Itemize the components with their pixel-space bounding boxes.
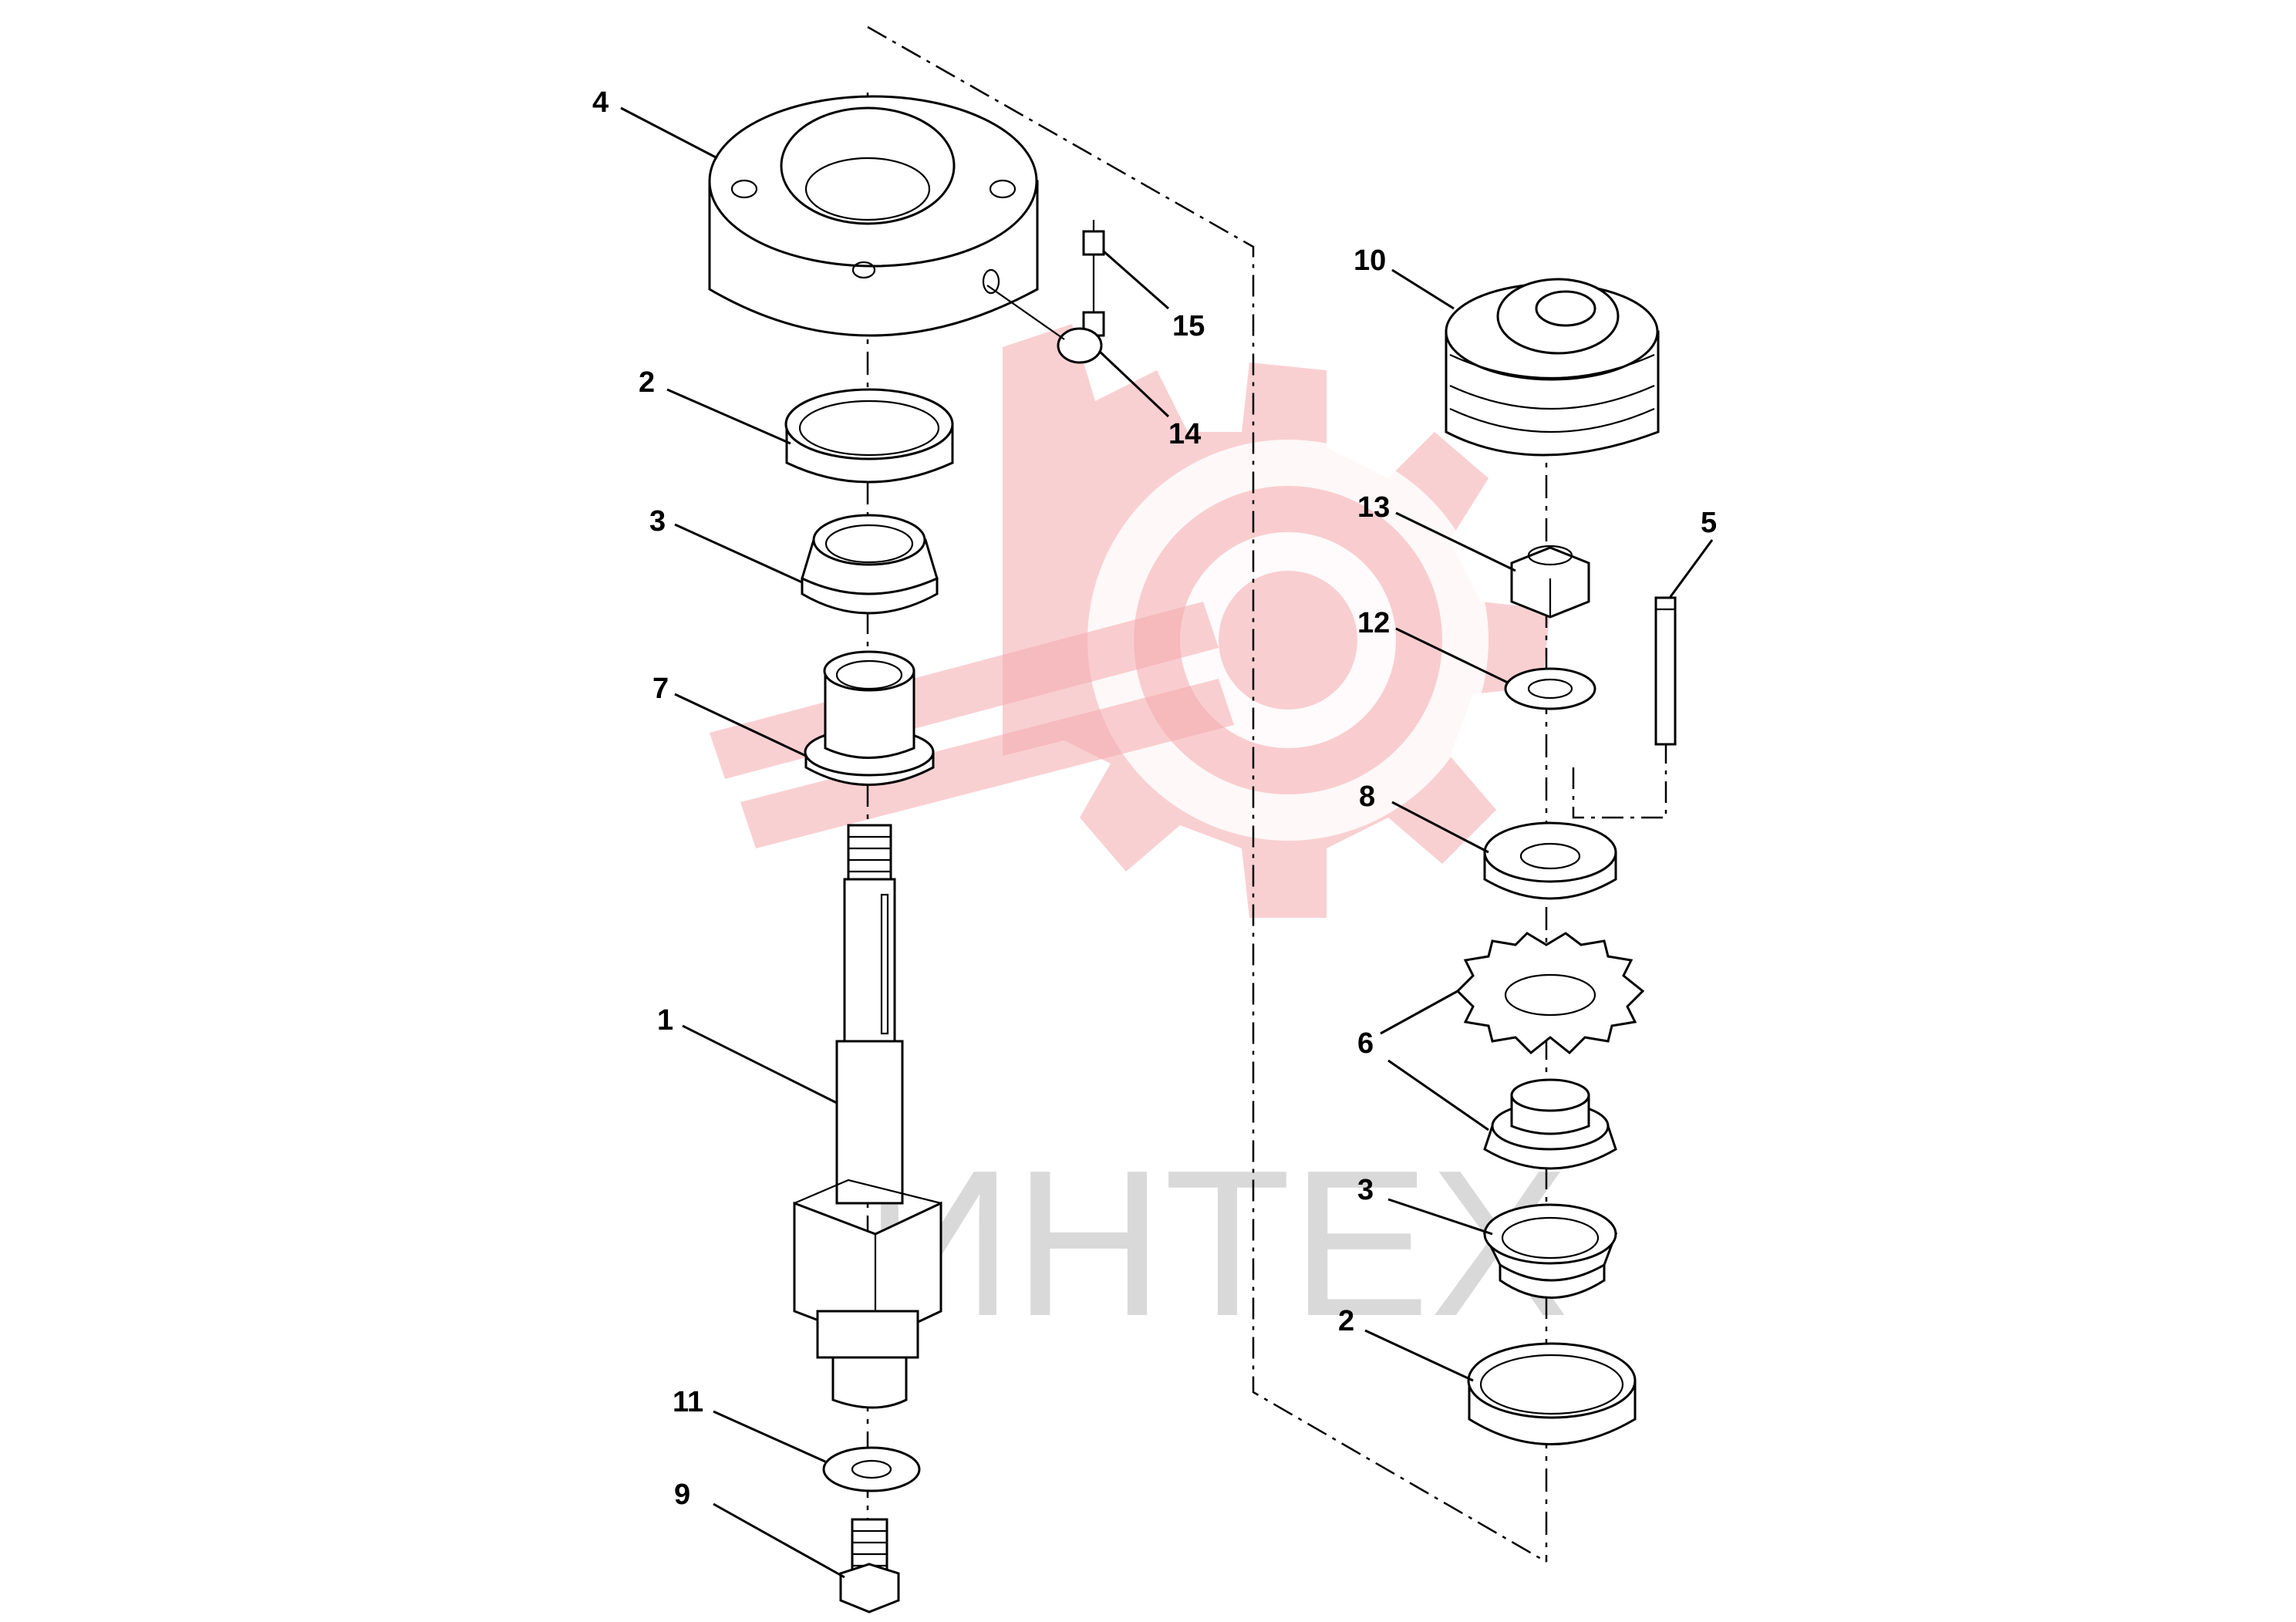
callout-6: 6 [1357, 1027, 1374, 1060]
part-6-hub [1483, 1078, 1617, 1170]
callout-8: 8 [1359, 781, 1375, 813]
callout-12: 12 [1357, 607, 1390, 639]
part-2-bearing-cup-left [784, 388, 954, 484]
callout-15: 15 [1172, 310, 1205, 342]
callout-2-left: 2 [639, 366, 655, 399]
callout-5: 5 [1701, 507, 1717, 539]
part-7-flanged-sleeve [804, 650, 935, 786]
callout-7: 7 [652, 673, 669, 705]
watermark-gear-logo [710, 324, 1550, 918]
part-13-nut [1510, 545, 1590, 619]
callout-13: 13 [1357, 491, 1390, 524]
callout-4: 4 [592, 86, 609, 119]
part-5-key [1654, 596, 1677, 746]
part-15-cap [1082, 220, 1105, 312]
part-12-washer [1504, 667, 1596, 710]
part-10-sprocket [1445, 278, 1660, 457]
key-dashed-line [1572, 744, 1667, 819]
part-8-spacer [1483, 821, 1617, 900]
part-6-star-washer [1455, 932, 1645, 1055]
callout-14: 14 [1168, 418, 1201, 450]
callout-2-right: 2 [1338, 1305, 1354, 1337]
callout-10: 10 [1354, 244, 1386, 277]
callout-3-left: 3 [649, 505, 666, 538]
callout-9: 9 [674, 1479, 690, 1511]
callout-1: 1 [657, 1004, 673, 1037]
part-2-bearing-cup-right [1467, 1342, 1637, 1445]
part-11-washer [822, 1446, 921, 1492]
callout-3-right: 3 [1357, 1174, 1374, 1206]
watermark-text: ИНТЕХ [864, 1128, 1569, 1360]
part-14-grease-nipple [986, 285, 1105, 364]
part-3-bearing-cone-left [801, 514, 939, 615]
leader-lines [620, 106, 1714, 1579]
part-9-bolt [839, 1518, 900, 1614]
part-4-housing [708, 95, 1039, 337]
part-3-bearing-cone-right [1482, 1203, 1618, 1299]
callout-11: 11 [673, 1386, 703, 1418]
part-1-shaft [793, 824, 942, 1409]
